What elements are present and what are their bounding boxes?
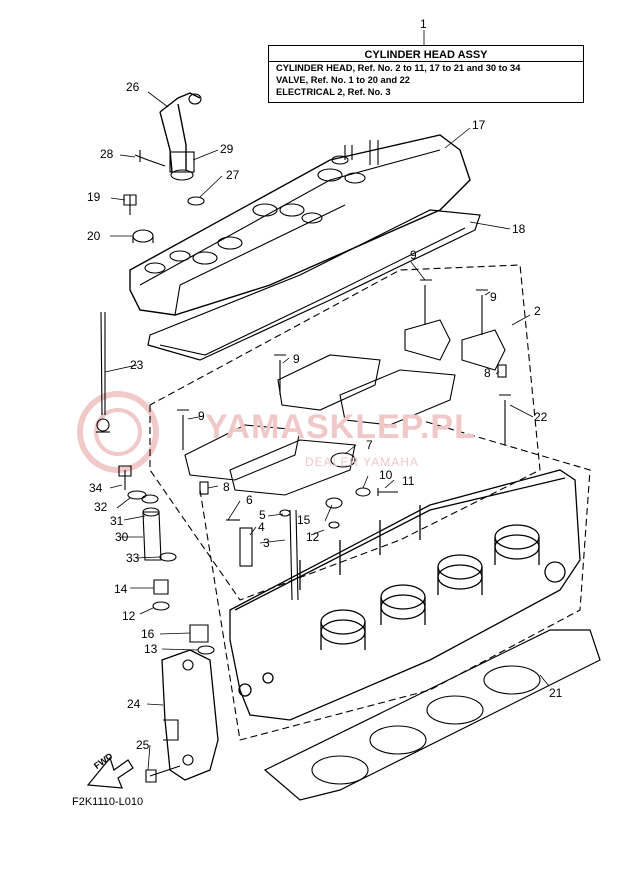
callout-14: 14 [114,582,128,596]
callout-32: 32 [94,500,108,514]
callout-24: 24 [127,697,141,711]
callout-3: 3 [263,536,270,550]
callout-28: 28 [100,147,114,161]
callout-7: 7 [366,438,373,452]
valve-section-frame [149,264,541,601]
long-bolt [100,311,106,416]
breather-hose [159,92,201,173]
assembly-line-3: ELECTRICAL 2, Ref. No. 3 [276,87,391,97]
cylinder-head-cover [129,134,471,316]
assembly-line-1: CYLINDER HEAD, Ref. No. 2 to 11, 17 to 2… [276,63,521,73]
callout-29: 29 [220,142,234,156]
callout-12a: 12 [306,530,320,544]
callout-20: 20 [87,229,101,243]
fwd-arrow [86,756,134,789]
callout-15: 15 [297,513,311,527]
bracket [161,649,219,781]
head-section-frame [199,419,591,741]
callout-8b: 8 [484,366,491,380]
assembly-info-box: CYLINDER HEAD ASSY CYLINDER HEAD, Ref. N… [268,45,584,103]
watermark-subtext: DEALER YAMAHA [305,455,419,469]
callout-5: 5 [259,508,266,522]
callout-17: 17 [472,118,486,132]
callout-11: 11 [402,474,415,488]
callout-9a: 9 [410,248,417,262]
callout-9c: 9 [293,352,300,366]
callout-27: 27 [226,168,240,182]
callout-21: 21 [549,686,563,700]
callout-13: 13 [144,642,158,656]
callout-31: 31 [110,514,124,528]
callout-9b: 9 [490,290,497,304]
callout-22: 22 [534,410,548,424]
watermark-logo [77,391,159,473]
callout-16: 16 [141,627,155,641]
callout-4: 4 [258,520,265,534]
callout-33: 33 [126,551,140,565]
callout-8a: 8 [223,480,230,494]
callout-34: 34 [89,481,103,495]
cylinder-head [229,469,581,721]
cover-gasket [147,209,481,361]
callout-23: 23 [130,358,144,372]
callout-30: 30 [115,530,129,544]
callout-10: 10 [379,468,393,482]
leader-lines [104,30,550,771]
callout-19: 19 [87,190,101,204]
callout-1: 1 [420,17,427,31]
callout-9d: 9 [198,409,205,423]
callout-25: 25 [136,738,150,752]
figure-code: F2K1110-L010 [72,796,144,808]
assembly-title: CYLINDER HEAD ASSY [269,46,583,62]
callout-18: 18 [512,222,526,236]
camshaft-caps-upper [184,319,506,496]
callout-12b: 12 [122,609,136,623]
head-gasket [263,629,601,801]
callout-6: 6 [246,493,253,507]
callout-26: 26 [126,80,140,94]
callout-2: 2 [534,304,541,318]
assembly-line-2: VALVE, Ref. No. 1 to 20 and 22 [276,75,410,85]
watermark-text: YAMASKLEP.PL [205,408,476,446]
